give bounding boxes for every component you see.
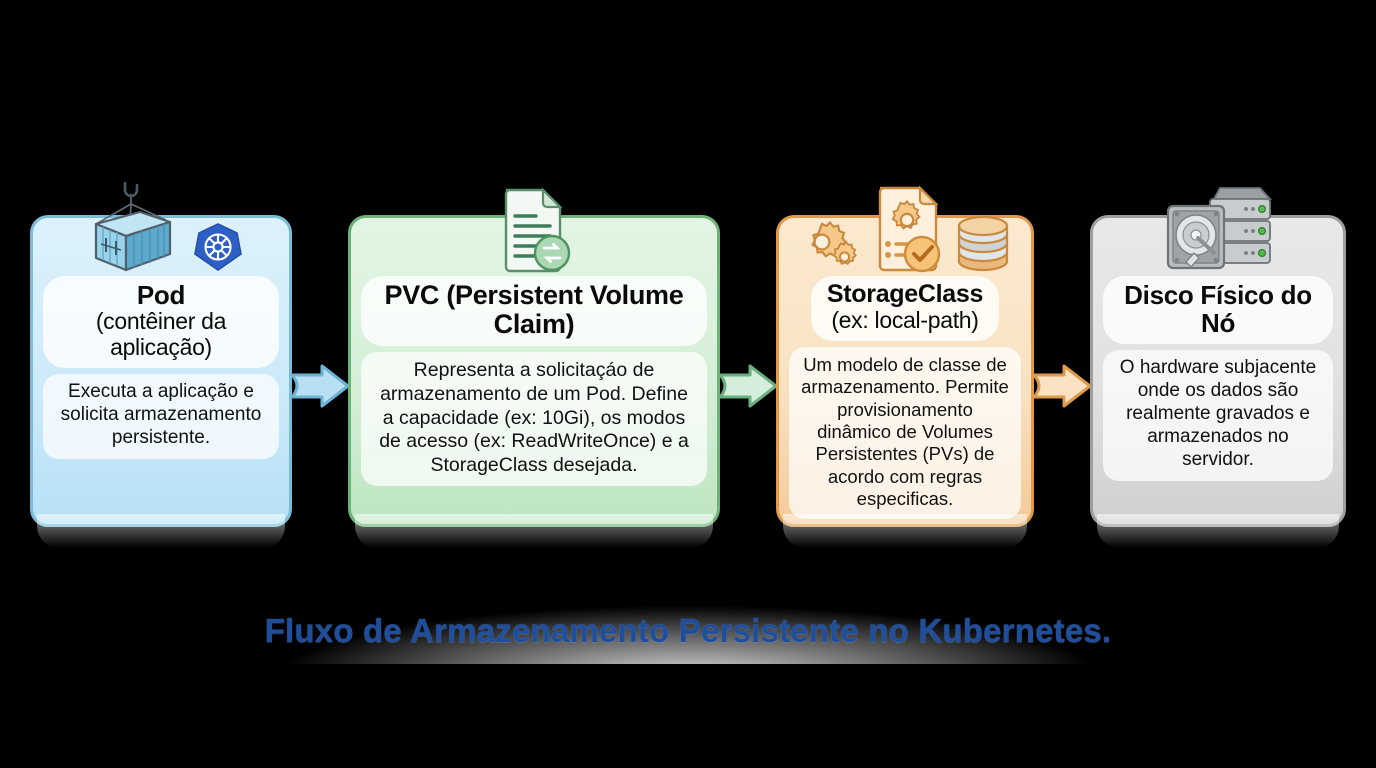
icon-strip-storageclass bbox=[779, 180, 1031, 276]
server-rack-icon bbox=[1209, 187, 1273, 264]
icon-strip-physical-disk bbox=[1093, 180, 1343, 276]
step-card-pod[interactable]: Pod (contêiner da aplicação) Executa a a… bbox=[30, 181, 292, 548]
card-subtitle-text: (contêiner da aplicação) bbox=[95, 308, 227, 360]
icon-strip-pod bbox=[33, 180, 289, 276]
kubernetes-helm-icon bbox=[192, 220, 244, 276]
gears-icon bbox=[798, 218, 860, 276]
arrow-pvc-to-storageclass bbox=[718, 215, 778, 527]
arrow-pod-to-pvc bbox=[290, 215, 350, 527]
document-sync-icon bbox=[494, 184, 574, 276]
document-gear-check-icon bbox=[870, 184, 944, 276]
card-body-physical-disk: O hardware subjacente onde os dados são … bbox=[1103, 350, 1333, 482]
shipping-container-icon bbox=[78, 180, 182, 276]
database-stack-icon bbox=[954, 214, 1012, 276]
card-title-pod: Pod (contêiner da aplicação) bbox=[43, 276, 279, 368]
card-title-text: Pod bbox=[136, 280, 186, 310]
card-body-storageclass: Um modelo de classe de armazenamento. Pe… bbox=[789, 346, 1021, 520]
card-title-text: PVC (Persistent Volume Claim) bbox=[384, 280, 684, 340]
card-title-physical-disk: Disco Físico do Nó bbox=[1103, 276, 1333, 345]
caption-text: Fluxo de Armazenamento Persistente no Ku… bbox=[264, 612, 1112, 649]
flow-row: Pod (contêiner da aplicação) Executa a a… bbox=[0, 181, 1376, 548]
card-title-storageclass: StorageClass (ex: local-path) bbox=[810, 276, 1000, 341]
step-card-storageclass[interactable]: StorageClass (ex: local-path) Um modelo … bbox=[776, 185, 1034, 548]
card-title-text: StorageClass bbox=[826, 280, 984, 308]
card-body-pod: Executa a aplicação e solicita armazenam… bbox=[43, 373, 279, 459]
icon-strip-pvc bbox=[351, 180, 717, 276]
step-card-physical-disk[interactable]: Disco Físico do Nó O hardware subjacente… bbox=[1090, 187, 1346, 548]
card-title-text: Disco Físico do Nó bbox=[1124, 280, 1312, 339]
step-card-pvc[interactable]: PVC (Persistent Volume Claim) Representa… bbox=[348, 187, 720, 548]
arrow-storageclass-to-disk bbox=[1032, 215, 1092, 527]
card-subtitle-text: (ex: local-path) bbox=[831, 307, 979, 333]
card-title-pvc: PVC (Persistent Volume Claim) bbox=[361, 276, 707, 347]
hard-disk-icon bbox=[1156, 180, 1280, 276]
card-body-pvc: Representa a solicitaçáo de armazenament… bbox=[361, 352, 707, 487]
caption: Fluxo de Armazenamento Persistente no Ku… bbox=[0, 596, 1376, 666]
